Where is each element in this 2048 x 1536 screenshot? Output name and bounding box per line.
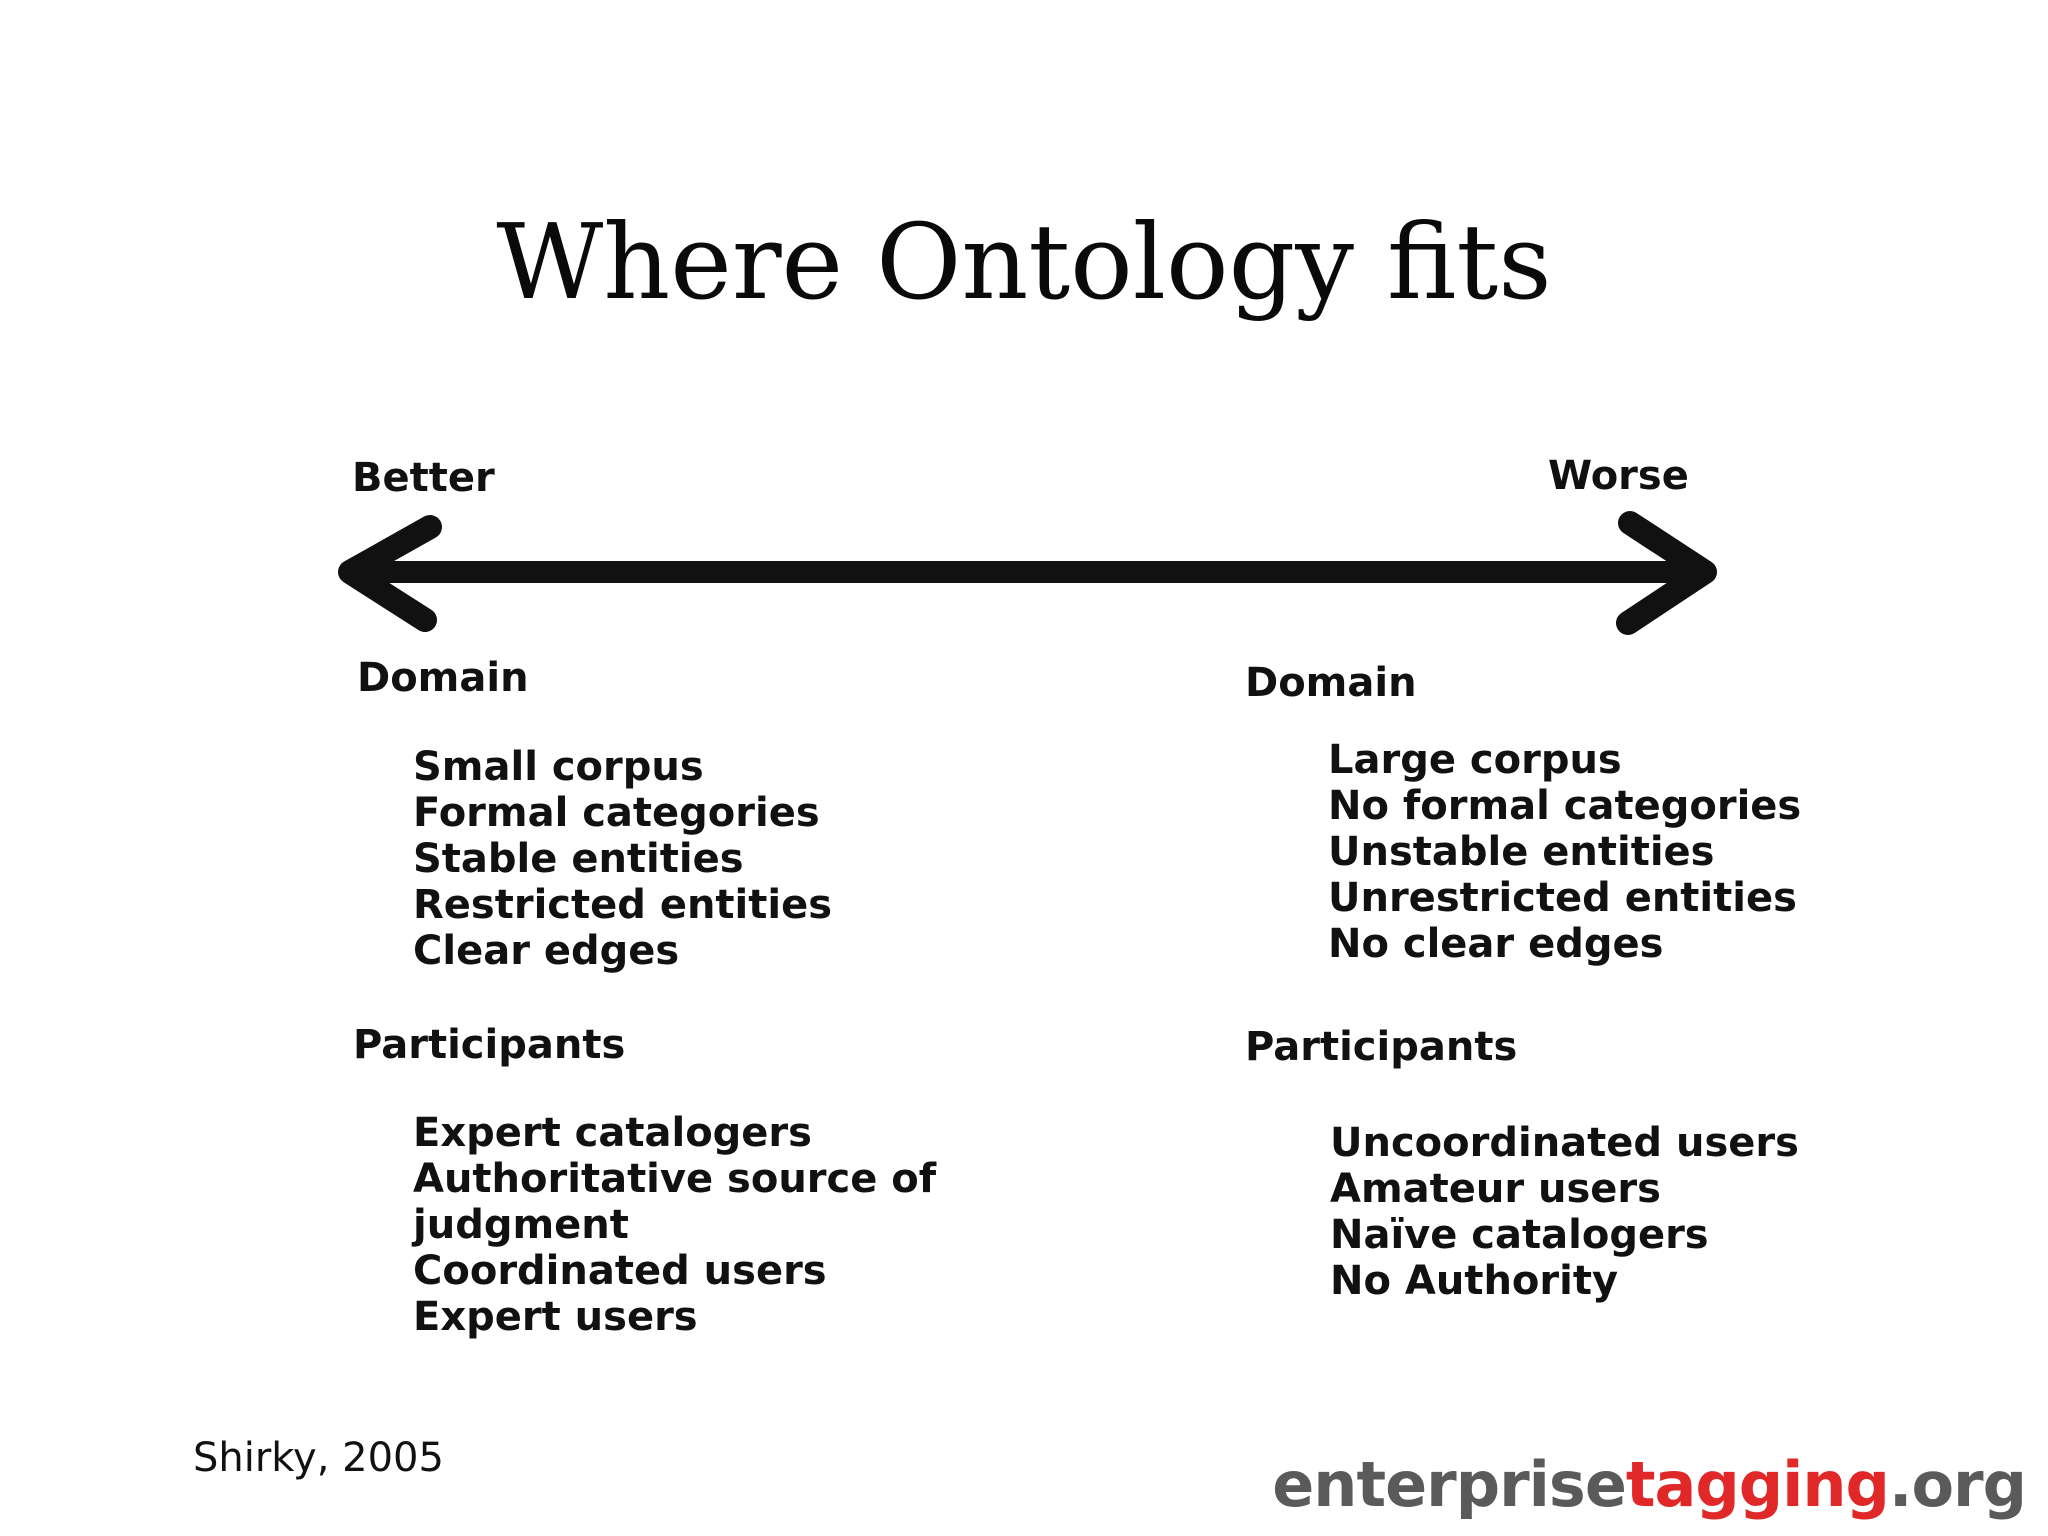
list-item: Expert users bbox=[413, 1294, 698, 1340]
list-item: Restricted entities bbox=[413, 882, 833, 928]
list-item: Naïve catalogers bbox=[1330, 1212, 1709, 1258]
right-participants-heading: Participants bbox=[1245, 1024, 1518, 1070]
slide-title: Where Ontology fits bbox=[496, 201, 1552, 323]
left-participants-list: Expert catalogers Authoritative source o… bbox=[413, 1110, 936, 1340]
arrow-head-left bbox=[338, 515, 442, 632]
better-label: Better bbox=[352, 455, 495, 501]
list-item: No Authority bbox=[1330, 1258, 1619, 1304]
double-headed-arrow bbox=[338, 511, 1717, 635]
right-domain-heading: Domain bbox=[1245, 660, 1417, 706]
list-item: Expert catalogers bbox=[413, 1110, 812, 1156]
left-domain-list: Small corpus Formal categories Stable en… bbox=[413, 744, 832, 974]
right-domain-list: Large corpus No formal categories Unstab… bbox=[1328, 737, 1801, 967]
right-participants-list: Uncoordinated users Amateur users Naïve … bbox=[1330, 1120, 1799, 1304]
list-item: Small corpus bbox=[413, 744, 704, 790]
list-item: Large corpus bbox=[1328, 737, 1622, 783]
logo-part-org: .org bbox=[1888, 1448, 2027, 1521]
left-participants-heading: Participants bbox=[353, 1022, 626, 1068]
list-item: No formal categories bbox=[1328, 783, 1802, 829]
worse-label: Worse bbox=[1548, 453, 1689, 499]
list-item: Unstable entities bbox=[1328, 829, 1715, 875]
list-item: Uncoordinated users bbox=[1330, 1120, 1799, 1166]
list-item: Stable entities bbox=[413, 836, 744, 882]
list-item: No clear edges bbox=[1328, 921, 1664, 967]
arrow-head-right bbox=[1616, 511, 1717, 635]
list-item: judgment bbox=[413, 1202, 629, 1248]
list-item: Formal categories bbox=[413, 790, 820, 836]
logo-part-tagging: tagging bbox=[1625, 1448, 1890, 1521]
list-item: Authoritative source of bbox=[413, 1156, 937, 1202]
list-item: Unrestricted entities bbox=[1328, 875, 1797, 921]
left-domain-heading: Domain bbox=[357, 655, 529, 701]
list-item: Amateur users bbox=[1330, 1166, 1661, 1212]
enterprisetagging-logo: enterprisetagging.org bbox=[1272, 1448, 2027, 1521]
list-item: Clear edges bbox=[413, 928, 680, 974]
logo-part-enterprise: enterprise bbox=[1272, 1448, 1627, 1521]
list-item: Coordinated users bbox=[413, 1248, 827, 1294]
citation: Shirky, 2005 bbox=[193, 1435, 444, 1481]
